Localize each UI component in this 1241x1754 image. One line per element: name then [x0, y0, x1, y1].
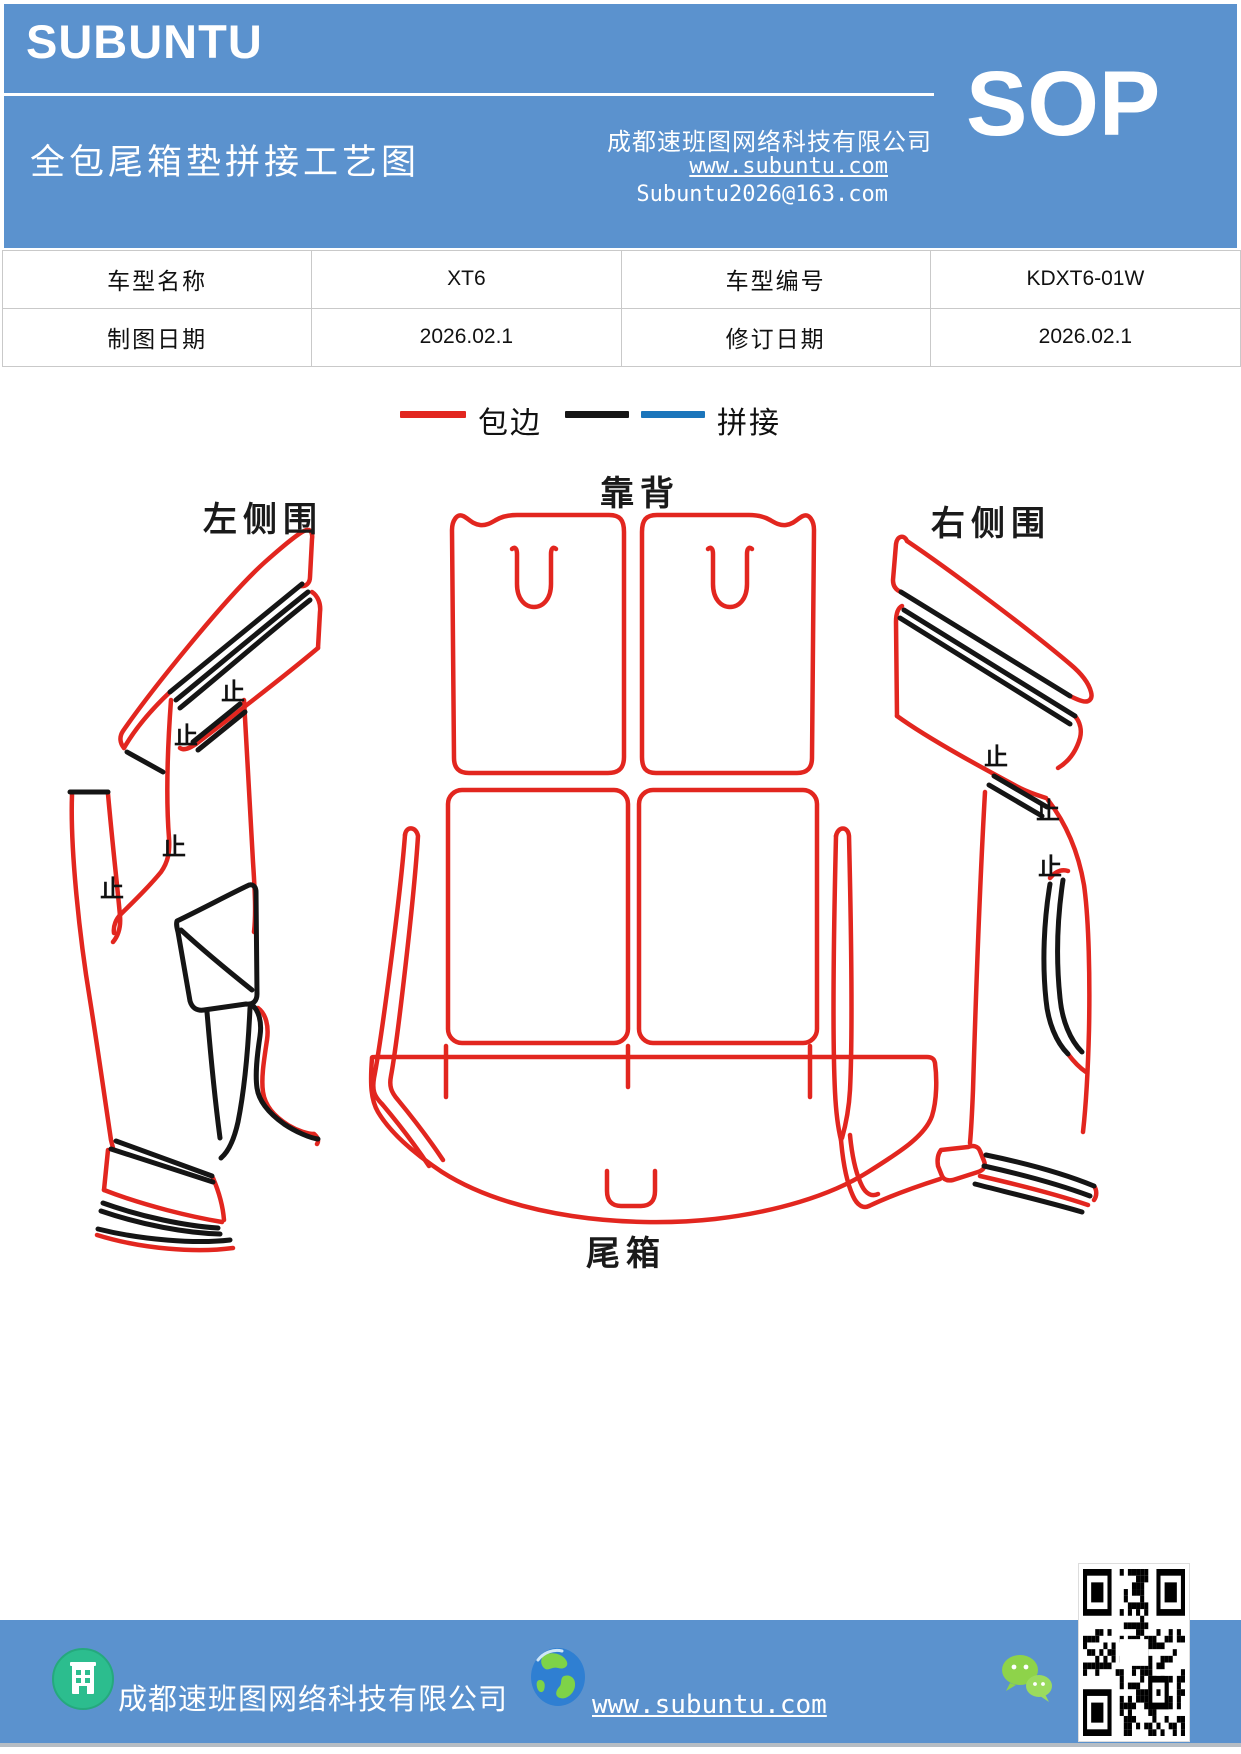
legend: 包边 拼接	[0, 396, 1241, 441]
wechat-icon	[1002, 1655, 1052, 1702]
globe-icon	[531, 1648, 585, 1706]
cell-model-name-label: 车型名称	[3, 251, 313, 309]
header-divider	[4, 93, 934, 96]
seat-panels-outline	[445, 787, 820, 1046]
left-piece-edge-lines	[69, 527, 323, 1253]
stop-mark: 止	[174, 722, 198, 750]
label-trunk: 尾箱	[586, 1234, 666, 1274]
sop-badge: SOP	[966, 53, 1161, 155]
pattern-diagram: 左侧围 靠背 右侧围 尾箱	[0, 430, 1241, 1280]
edge-line-swatch	[400, 411, 466, 418]
stop-mark: 止	[100, 875, 124, 903]
cell-draw-date-value: 2026.02.1	[312, 308, 622, 366]
qr-code	[1078, 1563, 1190, 1742]
qr-pattern	[1083, 1569, 1185, 1736]
stitch-black-line-swatch	[565, 411, 629, 418]
footer-website-link[interactable]: www.subuntu.com	[592, 1690, 827, 1720]
stop-mark: 止	[1038, 853, 1062, 881]
cell-revision-date-label: 修订日期	[622, 308, 931, 366]
right-piece-stitch-lines	[897, 589, 1097, 1215]
header: SUBUNTU 全包尾箱垫拼接工艺图 成都速班图网络科技有限公司 www.sub…	[4, 4, 1237, 248]
page-title: 全包尾箱垫拼接工艺图	[30, 143, 421, 183]
header-website-link[interactable]: www.subuntu.com	[689, 154, 888, 179]
building-icon	[52, 1648, 114, 1710]
cell-model-name-value: XT6	[312, 251, 622, 309]
header-company-name: 成都速班图网络科技有限公司	[607, 128, 932, 156]
right-piece-edge-lines	[866, 534, 1099, 1209]
left-piece-stitch-lines	[67, 581, 321, 1245]
vehicle-info-table: 车型名称 XT6 车型编号 KDXT6-01W 制图日期 2026.02.1 修…	[2, 250, 1241, 367]
label-backrest: 靠背	[600, 474, 680, 514]
cell-revision-date-value: 2026.02.1	[1038, 325, 1133, 349]
label-left-side: 左侧围	[203, 500, 323, 540]
cell-draw-date-label: 制图日期	[3, 308, 313, 366]
edge-legend-label: 包边	[478, 406, 542, 441]
brand-logo: SUBUNTU	[26, 15, 263, 68]
stop-mark: 止	[221, 678, 245, 706]
stop-mark: 止	[162, 833, 186, 861]
pattern-drawing: 止 止 止 止 止 止 止	[67, 512, 1099, 1253]
footer: 成都速班图网络科技有限公司 www.subuntu.com	[0, 1620, 1241, 1747]
stop-mark: 止	[984, 743, 1008, 771]
stop-marks: 止 止 止 止 止 止 止	[100, 678, 1062, 903]
stitch-legend-label: 拼接	[717, 406, 781, 441]
cell-model-code-value: KDXT6-01W	[930, 251, 1240, 309]
label-right-side: 右侧围	[931, 504, 1051, 544]
cell-model-code-label: 车型编号	[621, 251, 931, 309]
trunk-piece-outline	[368, 826, 939, 1225]
stitch-blue-line-swatch	[641, 411, 705, 418]
backrest-panels-outline	[449, 512, 817, 776]
footer-company-name: 成都速班图网络科技有限公司	[118, 1682, 509, 1716]
header-email: Subuntu2026@163.com	[636, 182, 888, 207]
stop-mark: 止	[1036, 797, 1060, 825]
